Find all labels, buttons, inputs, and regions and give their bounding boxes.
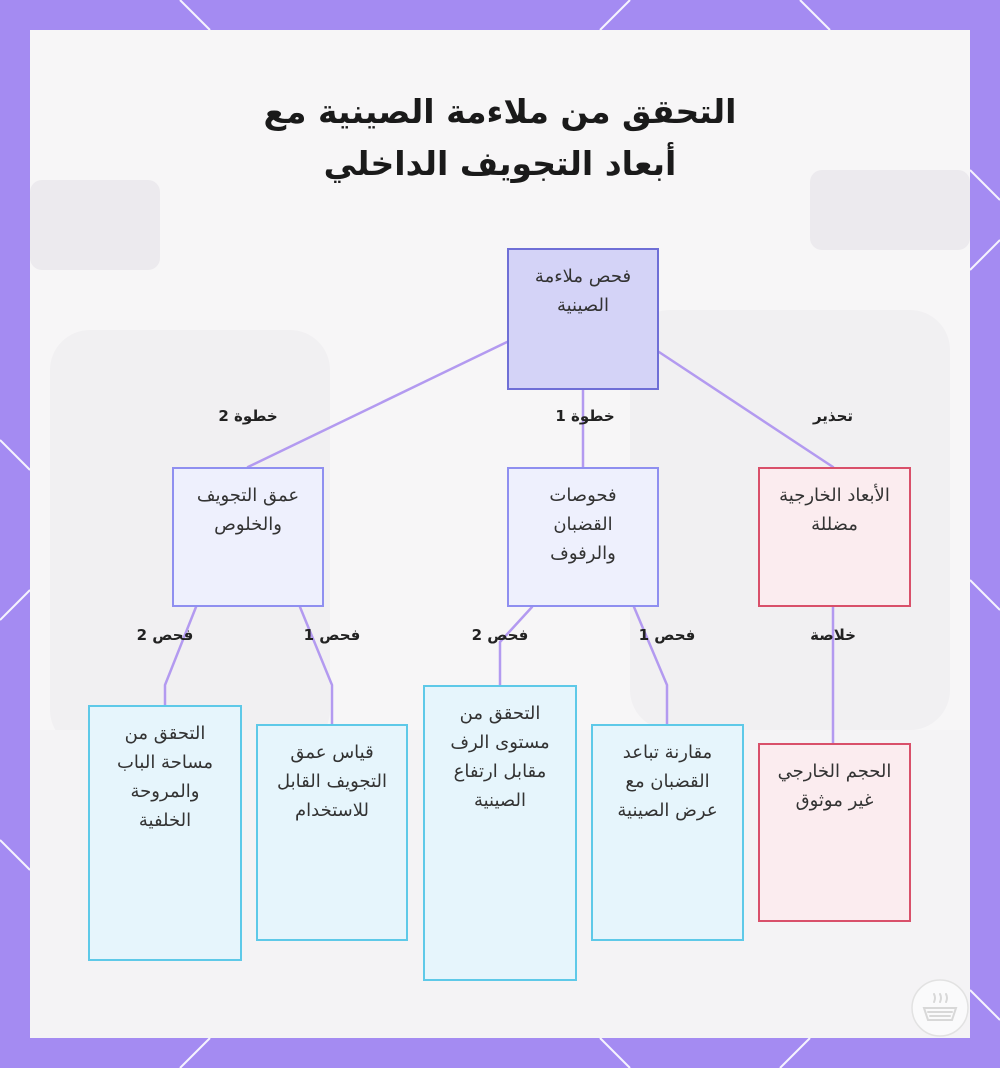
edge-root-depth [246,340,509,469]
node-door-fan-clearance: التحقق من مساحة الباب والمروحة الخلفية [88,705,242,961]
node-tray-fit-check: فحص ملاءمة الصينية [507,248,659,390]
node-shelf-level: التحقق من مستوى الرف مقابل ارتفاع الصيني… [423,685,577,981]
edge-rails-spacing [632,605,669,726]
fryer-basket-logo-icon [911,979,969,1037]
node-door-fan-clearance-label: التحقق من مساحة الباب والمروحة الخلفية [116,723,214,831]
diagram-card: التحقق من ملاءمة الصينية مع أبعاد التجوي… [30,30,970,1038]
edge-label-check2-a: فحص 2 [136,626,194,644]
node-usable-depth-label: قياس عمق التجويف القابل للاستخدام [277,742,387,821]
node-cavity-depth-clearance-label: عمق التجويف والخلوص [196,485,300,535]
node-usable-depth: قياس عمق التجويف القابل للاستخدام [256,724,408,941]
edge-label-check1-b: فحص 1 [638,626,696,644]
edge-label-warning: تحذير [812,407,854,425]
node-rail-shelf-checks-label: فحوصات القضبان والرفوف [549,485,617,564]
node-rail-shelf-checks: فحوصات القضبان والرفوف [507,467,659,607]
edge-rails-shelf [498,605,534,687]
node-external-volume-label: الحجم الخارجي غير موثوق [777,761,892,811]
edge-label-conclusion: خلاصة [810,626,856,644]
node-shelf-level-label: التحقق من مستوى الرف مقابل ارتفاع الصيني… [450,703,550,811]
node-cavity-depth-clearance: عمق التجويف والخلوص [172,467,324,607]
edge-root-dims [657,350,835,469]
title-line-1: التحقق من ملاءمة الصينية مع [263,92,737,131]
node-misleading-dimensions: الأبعاد الخارجية مضللة [758,467,911,607]
connector-lines [163,340,835,745]
title-line-2: أبعاد التجويف الداخلي [323,144,677,183]
edge-label-check1-a: فحص 1 [303,626,361,644]
edge-label-step2: خطوة 2 [218,407,278,425]
node-tray-fit-check-label: فحص ملاءمة الصينية [534,266,632,316]
edge-label-step1: خطوة 1 [555,407,615,425]
node-misleading-dimensions-label: الأبعاد الخارجية مضللة [779,485,890,535]
edge-label-check2-b: فحص 2 [471,626,529,644]
node-rail-spacing-label: مقارنة تباعد القضبان مع عرض الصينية [617,742,718,821]
edge-depth-doorfan [163,605,198,707]
node-external-volume: الحجم الخارجي غير موثوق [758,743,911,922]
edge-depth-usabledepth [298,605,334,726]
node-rail-spacing: مقارنة تباعد القضبان مع عرض الصينية [591,724,744,941]
